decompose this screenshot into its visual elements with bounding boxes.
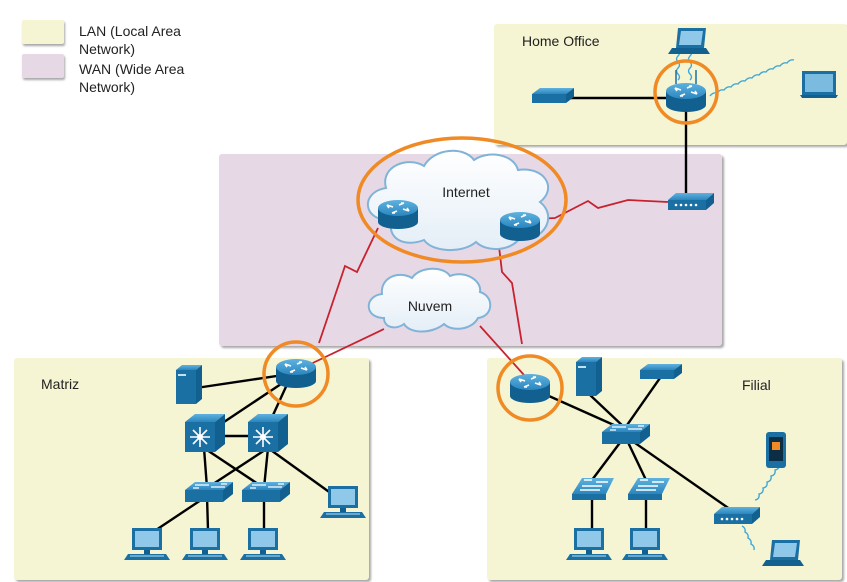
matriz-server[interactable] [176, 365, 202, 404]
filial-label: Filial [742, 377, 771, 393]
legend-wan-label: WAN (Wide Area Network) [79, 61, 185, 95]
matriz-pc-3[interactable] [239, 527, 287, 561]
filial-laptop[interactable] [762, 540, 804, 566]
filial-switch[interactable] [601, 423, 651, 445]
filial-access-point[interactable] [640, 364, 682, 379]
wireless-links [675, 49, 795, 551]
matriz-label: Matriz [41, 376, 80, 392]
home-office-label: Home Office [522, 33, 600, 49]
filial-pc-2[interactable] [621, 527, 669, 561]
matriz-switch-1[interactable] [184, 481, 234, 503]
home-office-access-point[interactable] [532, 88, 574, 103]
router-antennas-icon [675, 70, 697, 84]
home-office-laptop[interactable] [668, 28, 710, 54]
filial-smartphone[interactable] [766, 432, 786, 468]
matriz-multilayer-switch-1[interactable] [184, 413, 226, 453]
filial-ip-phone-2[interactable] [627, 477, 671, 501]
matriz-switch-2[interactable] [241, 481, 291, 503]
matriz-router[interactable] [275, 358, 317, 389]
legend-lan-label: LAN (Local Area Network) [79, 23, 181, 57]
legend-lan-swatch [22, 20, 64, 44]
nuvem-cloud: Nuvem [367, 267, 492, 333]
home-office-tablet[interactable] [800, 71, 838, 98]
matriz-pc-2[interactable] [181, 527, 229, 561]
filial-server[interactable] [576, 357, 602, 396]
internet-router-2[interactable] [499, 211, 541, 242]
cable-modem[interactable] [668, 193, 714, 210]
highlight-rings [262, 59, 719, 422]
matriz-pc-1[interactable] [123, 527, 171, 561]
nuvem-cloud-label: Nuvem [408, 298, 452, 314]
legend-wan-swatch [22, 54, 64, 78]
internet-cloud-label: Internet [442, 184, 490, 200]
home-office-wireless-router[interactable] [665, 82, 707, 113]
filial-ip-phone-1[interactable] [571, 477, 615, 501]
matriz-multilayer-switch-2[interactable] [247, 413, 289, 453]
filial-router[interactable] [509, 373, 551, 404]
internet-router-1[interactable] [377, 199, 419, 230]
filial-pc-1[interactable] [565, 527, 613, 561]
filial-wireless-device[interactable] [714, 507, 760, 524]
home-office-zone [494, 24, 847, 145]
